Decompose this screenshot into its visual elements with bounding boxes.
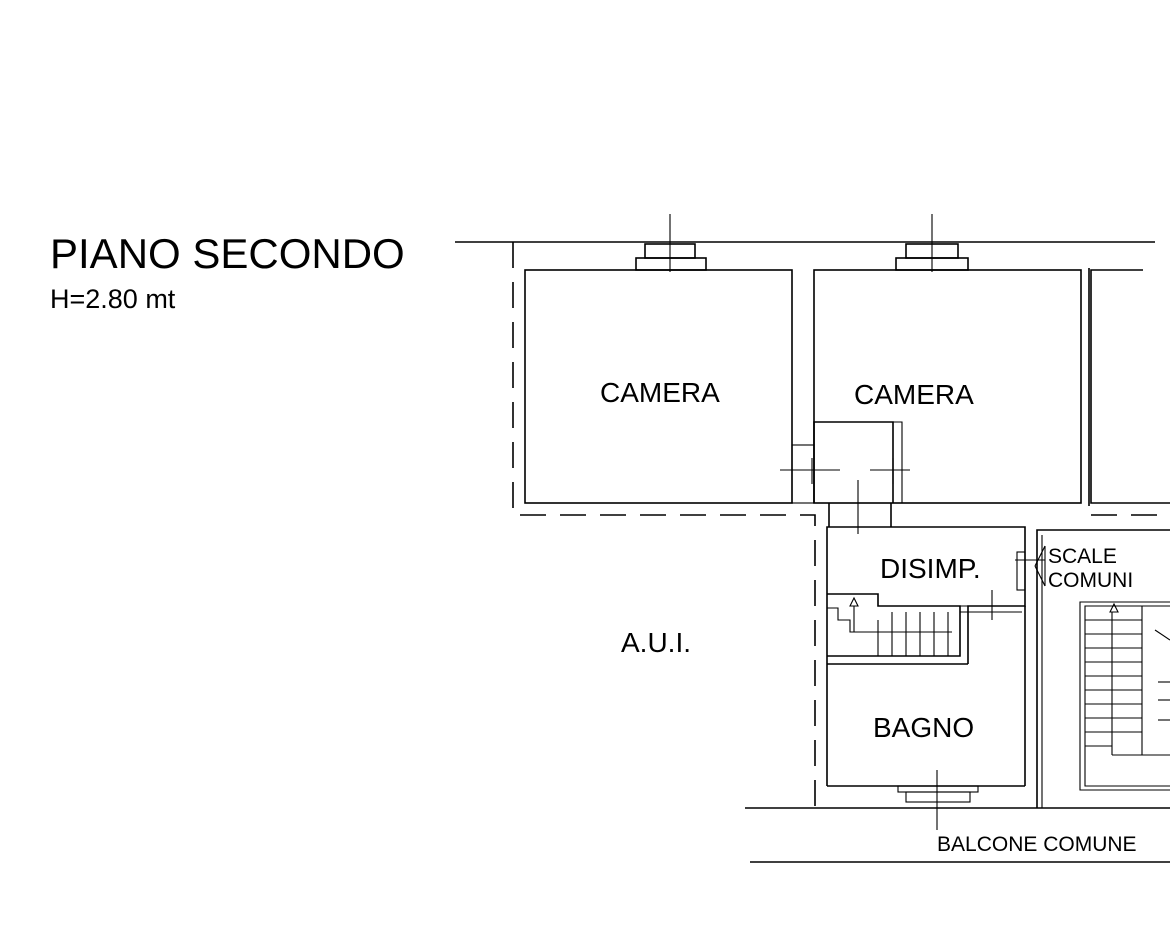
label-disimpegno: DISIMP. (880, 553, 981, 584)
balcony-lines (745, 807, 1170, 863)
room-camera-2 (813, 214, 1082, 504)
label-scale-line2: COMUNI (1048, 569, 1133, 592)
label-camera-2: CAMERA (854, 379, 974, 410)
floor-title: PIANO SECONDO (50, 230, 405, 277)
room-bagno (827, 770, 1025, 830)
room-disimpegno (826, 526, 1045, 786)
property-boundary-dashed (512, 242, 1170, 808)
label-scale-line1: SCALE (1048, 545, 1117, 568)
label-balcone-comune: BALCONE COMUNE (937, 833, 1137, 856)
internal-staircase (827, 593, 1022, 665)
floor-height: H=2.80 mt (50, 284, 176, 314)
label-camera-1: CAMERA (600, 377, 720, 408)
label-bagno: BAGNO (873, 712, 974, 743)
label-aui: A.U.I. (621, 627, 691, 658)
hall-passage (780, 421, 910, 534)
room-partial-right (1088, 268, 1170, 506)
room-camera-1 (524, 214, 793, 504)
common-stairwell (1034, 529, 1170, 808)
